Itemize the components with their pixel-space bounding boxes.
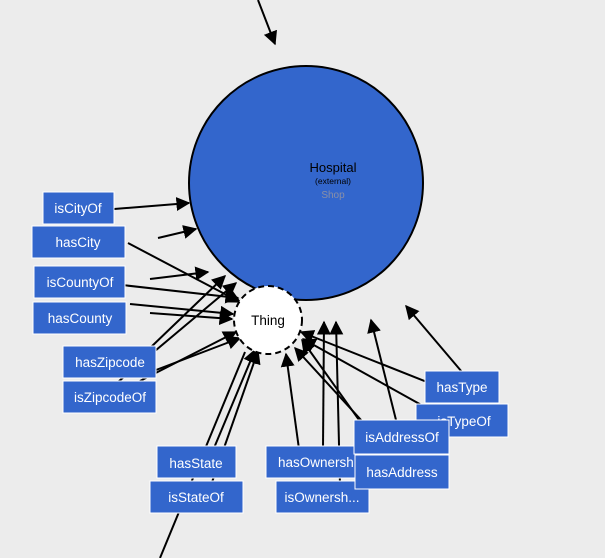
property-label: hasType [436, 380, 487, 395]
property-hasZipcode[interactable]: hasZipcode [62, 345, 157, 379]
class-node-hospital[interactable]: Hospital (external) Shop [188, 65, 424, 301]
edge-hasZipcode-b [155, 335, 242, 371]
property-label: isStateOf [168, 490, 224, 505]
property-label: hasAddress [366, 465, 438, 480]
class-node-sublabel: (external) [315, 176, 351, 186]
property-label: hasOwnersh [278, 455, 354, 470]
class-node-circle [188, 65, 424, 301]
property-hasOwnership[interactable]: hasOwnersh [265, 445, 360, 479]
property-hasCounty[interactable]: hasCounty [32, 301, 127, 335]
property-label: isTypeOf [437, 414, 491, 429]
edge-hasCounty-a [129, 303, 235, 320]
edge-hasOwnership-b [316, 320, 331, 449]
property-hasCity[interactable]: hasCity [31, 225, 126, 259]
property-label: hasState [169, 456, 222, 471]
property-label: isCityOf [54, 201, 101, 216]
edge-isCityOf [113, 197, 191, 211]
edge-isCountyOf-b [121, 284, 240, 304]
property-hasState[interactable]: hasState [156, 445, 237, 479]
edge-hasCity-b [127, 242, 242, 303]
property-isZipcodeOf[interactable]: isZipcodeOf [62, 380, 157, 414]
edge-hasOwnership-a [280, 352, 300, 450]
property-label: isCountyOf [47, 275, 114, 290]
thing-node[interactable]: Thing [233, 285, 303, 355]
edge-isAddressOf-b [367, 318, 397, 421]
property-label: isZipcodeOf [74, 390, 146, 405]
property-isAddressOf[interactable]: isAddressOf [353, 419, 450, 455]
property-labels: isCityOf hasCity isCountyOf hasCounty ha… [31, 191, 509, 514]
property-isStateOf[interactable]: isStateOf [149, 480, 244, 514]
class-node-iri-hint: Shop [321, 190, 345, 201]
thing-node-circle [233, 285, 303, 355]
property-label: hasCity [55, 235, 100, 250]
edge-incoming-top [257, 0, 277, 46]
edge-hasState [213, 348, 257, 449]
property-hasType[interactable]: hasType [424, 370, 500, 404]
property-label: hasZipcode [75, 355, 145, 370]
property-isCityOf[interactable]: isCityOf [42, 191, 115, 225]
property-label: isOwnersh... [284, 490, 359, 505]
property-isCountyOf[interactable]: isCountyOf [33, 265, 126, 299]
property-isOwnershipOf[interactable]: isOwnersh... [275, 480, 370, 514]
edge-hasCounty-b [149, 311, 234, 326]
property-label: hasCounty [48, 311, 113, 326]
property-label: isAddressOf [365, 430, 439, 445]
edge-isTypeOf [301, 338, 435, 413]
edge-isCountyOf-a [149, 266, 210, 281]
edge-hasCity-a [157, 225, 198, 239]
property-hasAddress[interactable]: hasAddress [354, 454, 450, 490]
edge-hasZipcode-a [149, 275, 227, 349]
edge-hasType-a [299, 330, 433, 385]
edge-hasType-b [405, 304, 463, 373]
class-node-label: Hospital [310, 160, 357, 175]
thing-node-label: Thing [251, 313, 285, 328]
